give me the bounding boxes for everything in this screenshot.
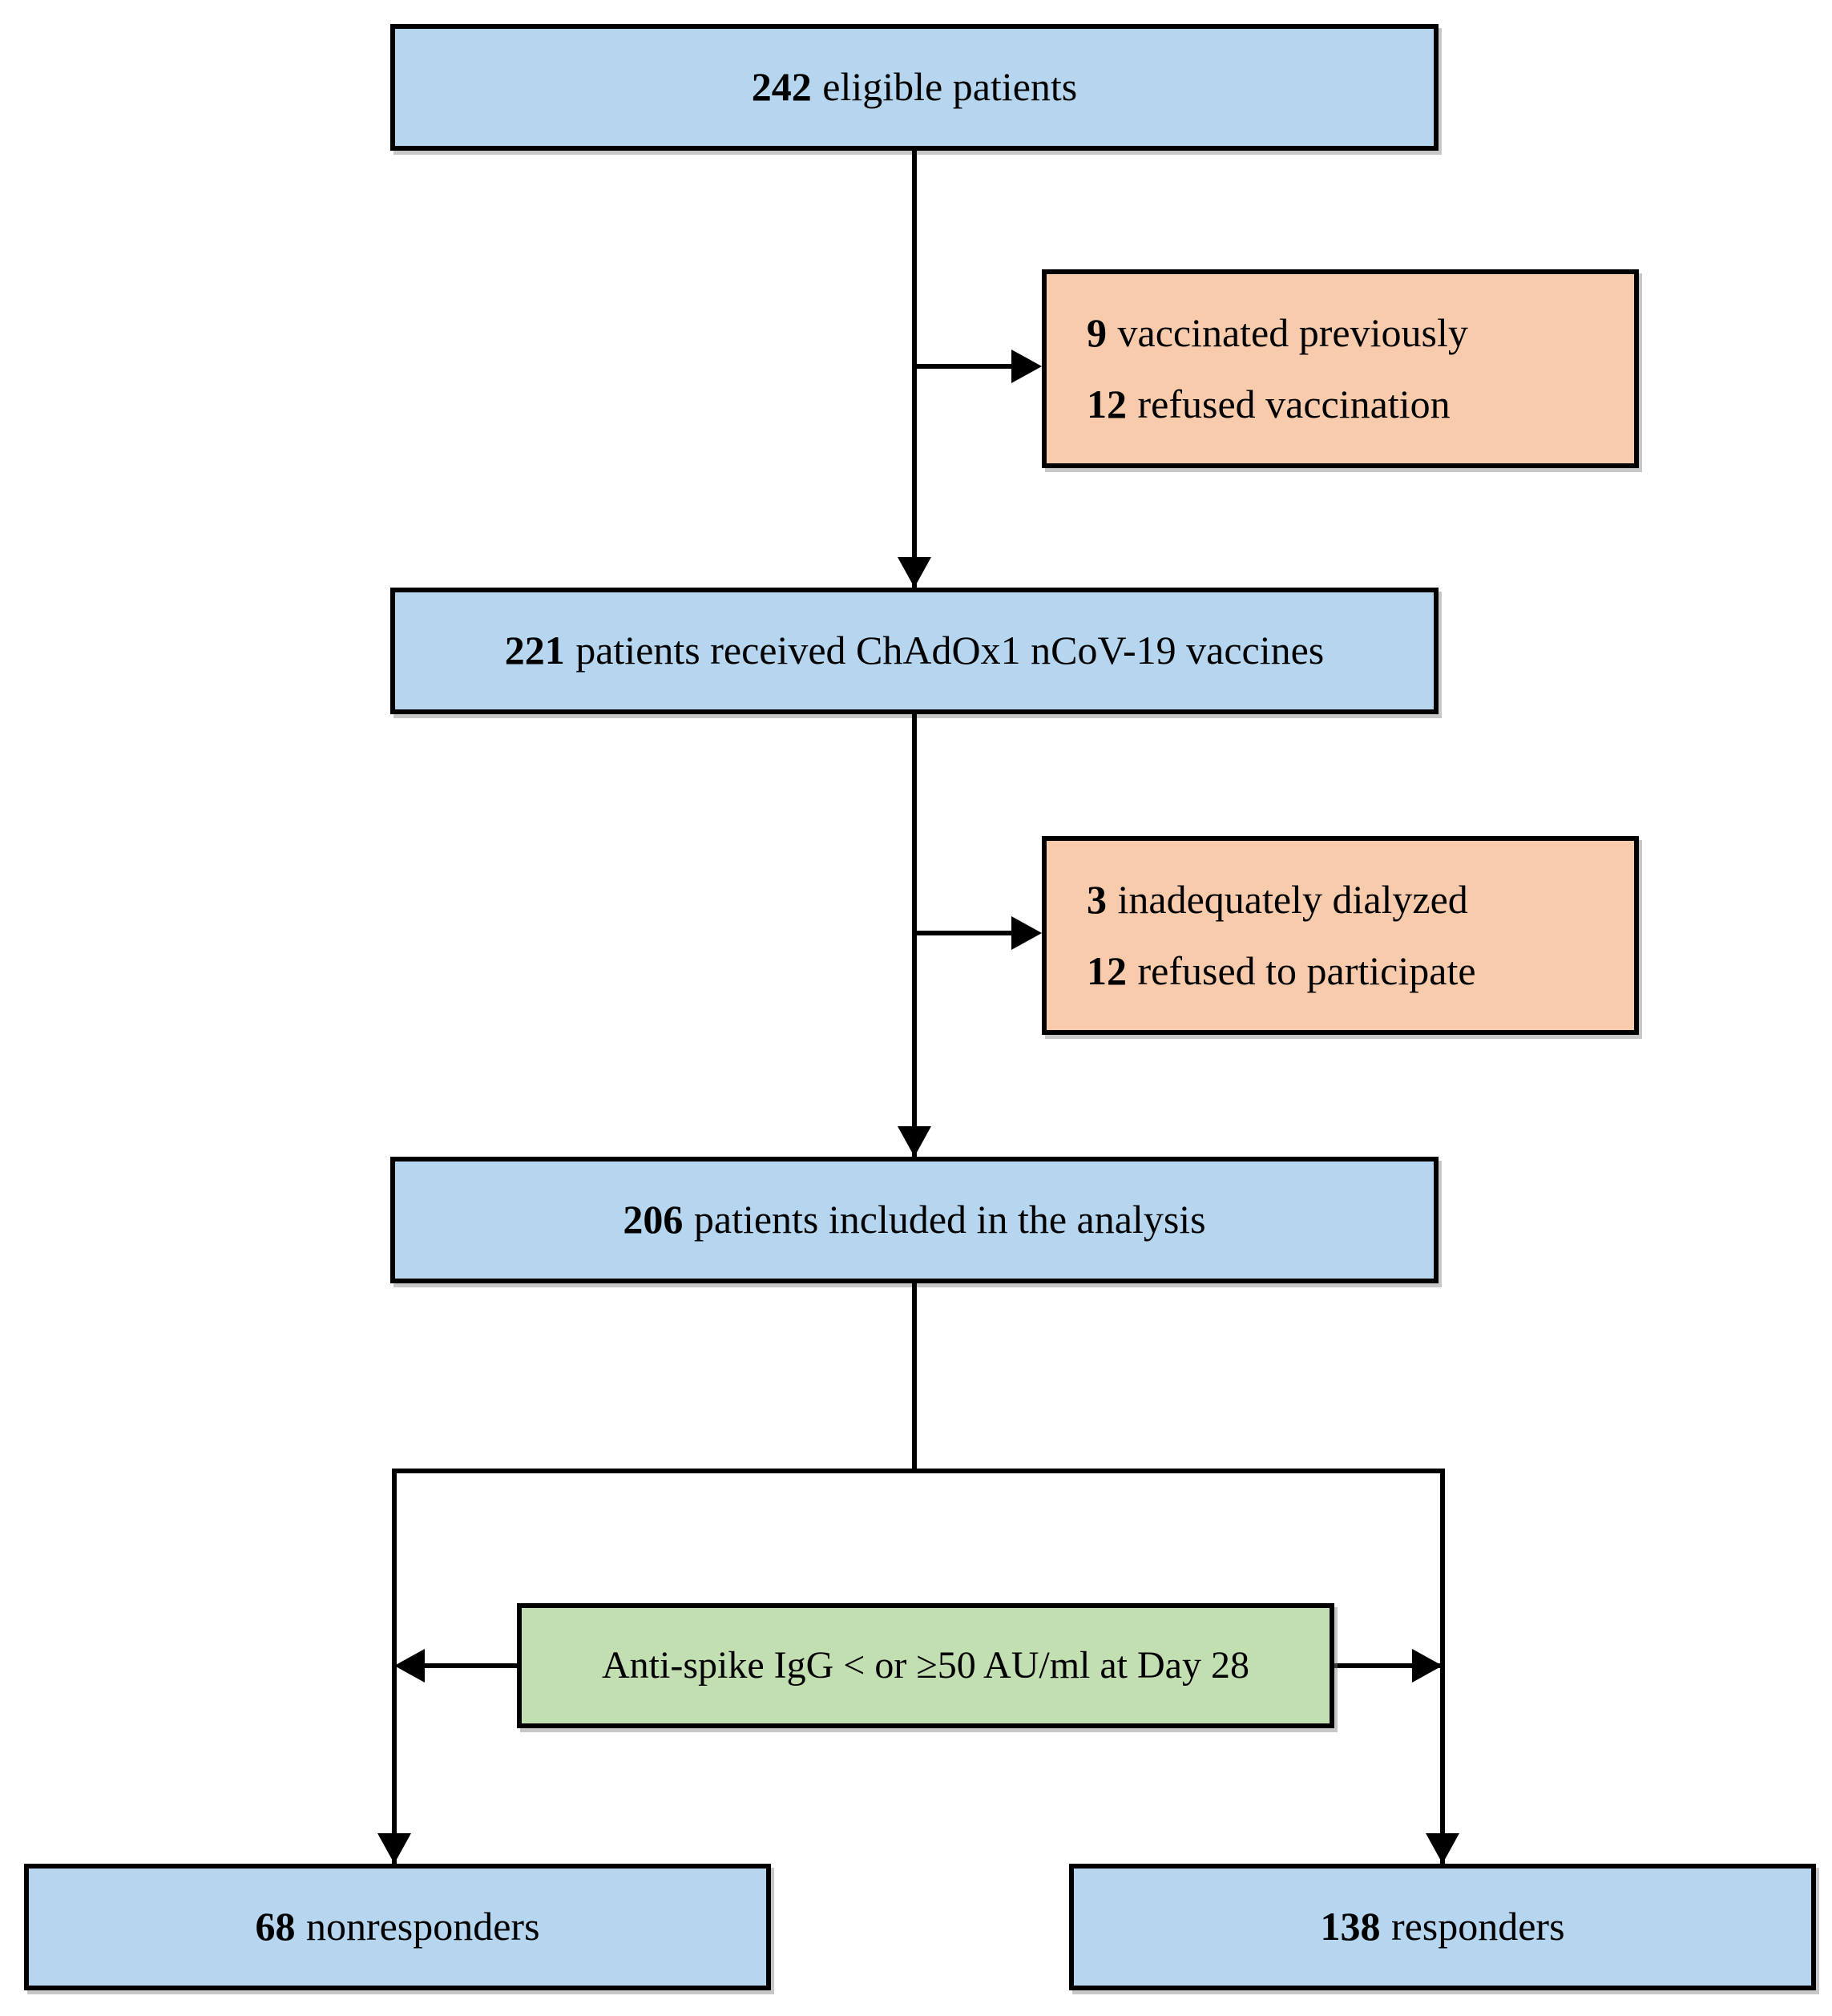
- included-analysis-box: 206 patients included in the analysis: [390, 1157, 1439, 1283]
- exclusion1-line-2: 12 refused vaccination: [1087, 382, 1451, 428]
- exclusion2-count-1: 3: [1087, 877, 1107, 922]
- igg-decision-label: Anti-spike IgG < or ≥50 AU/ml at Day 28: [602, 1644, 1249, 1687]
- drop-to-responders: [1440, 1469, 1445, 1864]
- arrowhead-into-received-icon: [898, 557, 931, 588]
- responders-count: 138: [1320, 1904, 1381, 1949]
- branch-to-exclusion2: [912, 931, 1016, 935]
- decision-right-arrow-shaft: [1334, 1663, 1441, 1668]
- eligible-count: 242: [751, 64, 812, 110]
- decision-left-arrow-shaft: [410, 1663, 517, 1668]
- exclusion1-line-1: 9 vaccinated previously: [1087, 310, 1468, 357]
- eligible-patients-box: 242 eligible patients: [390, 24, 1439, 151]
- exclusion2-line-2: 12 refused to participate: [1087, 948, 1476, 995]
- arrowhead-decision-right-icon: [1412, 1649, 1443, 1683]
- arrowhead-into-included-icon: [898, 1126, 931, 1157]
- included-count: 206: [623, 1197, 684, 1242]
- exclusion1-count-1: 9: [1087, 310, 1107, 355]
- arrowhead-decision-left-icon: [394, 1649, 425, 1683]
- exclusion2-line-1: 3 inadequately dialyzed: [1087, 877, 1468, 923]
- included-label: patients included in the analysis: [693, 1197, 1206, 1242]
- arrowhead-into-nonresponders-icon: [377, 1833, 411, 1864]
- nonresponders-label: nonresponders: [305, 1904, 540, 1949]
- split-horizontal-bar: [392, 1469, 1445, 1473]
- exclusion1-label-2: refused vaccination: [1137, 381, 1451, 426]
- nonresponders-box: 68 nonresponders: [24, 1864, 771, 1990]
- exclusion2-count-2: 12: [1087, 947, 1127, 993]
- exclusion1-count-2: 12: [1087, 381, 1127, 426]
- excluded-after-vaccination-box: 3 inadequately dialyzed 12 refused to pa…: [1042, 836, 1639, 1035]
- exclusion2-label-1: inadequately dialyzed: [1117, 877, 1468, 922]
- nonresponders-count: 68: [255, 1904, 296, 1949]
- exclusion2-label-2: refused to participate: [1137, 947, 1476, 993]
- exclusion1-label-1: vaccinated previously: [1117, 310, 1468, 355]
- arrowhead-into-exclusion1-icon: [1011, 349, 1042, 383]
- igg-decision-box: Anti-spike IgG < or ≥50 AU/ml at Day 28: [517, 1603, 1334, 1728]
- received-vaccine-box: 221 patients received ChAdOx1 nCoV-19 va…: [390, 588, 1439, 714]
- excluded-before-vaccination-box: 9 vaccinated previously 12 refused vacci…: [1042, 269, 1639, 468]
- responders-box: 138 responders: [1069, 1864, 1816, 1990]
- received-label: patients received ChAdOx1 nCoV-19 vaccin…: [575, 628, 1325, 673]
- responders-label: responders: [1390, 1904, 1565, 1949]
- arrowhead-into-exclusion2-icon: [1011, 916, 1042, 950]
- eligible-label: eligible patients: [822, 64, 1078, 110]
- received-count: 221: [504, 628, 565, 673]
- branch-to-exclusion1: [912, 364, 1016, 369]
- connector-included-to-split: [912, 1282, 917, 1473]
- arrowhead-into-responders-icon: [1426, 1833, 1459, 1864]
